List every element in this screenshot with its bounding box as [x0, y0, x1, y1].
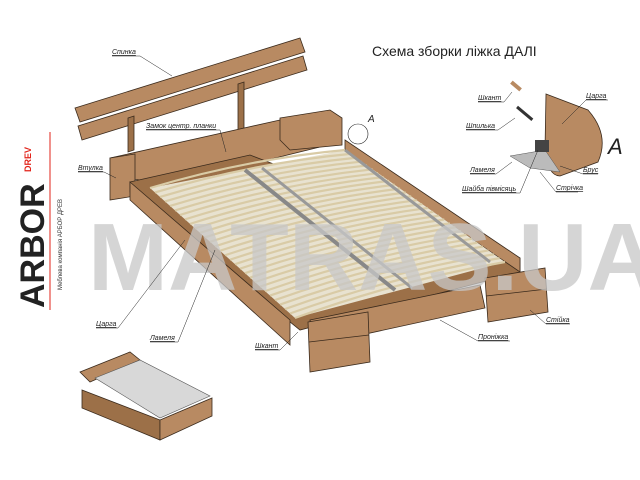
- lamella-slats: [149, 148, 506, 320]
- head-rail: [109, 109, 343, 201]
- foot-board: [307, 267, 549, 373]
- diagram-title: Схема зборки ліжка ДАЛІ: [372, 43, 537, 59]
- lamella-slat: [169, 164, 368, 207]
- logo-drev: DREV: [23, 147, 33, 172]
- lamella-slat: [274, 245, 484, 302]
- lamella-slat: [254, 230, 462, 284]
- label-tsarga: Царга: [96, 321, 116, 328]
- lamella-slat: [174, 168, 373, 212]
- label-shkant: Шкант: [255, 343, 278, 350]
- part-labels: Спинка Замок центр. планки Втулка Царга …: [78, 49, 570, 351]
- watermark: MATRAS.UA: [88, 204, 640, 311]
- label-detail-strichka: Стрічка: [556, 184, 583, 192]
- label-detail-lamelia: Ламеля: [469, 167, 495, 174]
- lamella-slat: [244, 222, 450, 275]
- label-zamok: Замок центр. планки: [146, 123, 216, 130]
- lamella-slat: [239, 218, 445, 270]
- lamella-slat: [189, 179, 390, 225]
- label-detail-shkant: Шкант: [478, 95, 501, 102]
- marker-a-detail: A: [606, 134, 623, 159]
- lamella-slat: [184, 175, 384, 221]
- center-rails: [243, 148, 491, 292]
- lamella-slat: [289, 257, 500, 315]
- lamella-slat: [194, 183, 395, 230]
- lamella-slat: [214, 199, 417, 248]
- label-detail-shaiba: Шайба півмісяць: [462, 185, 517, 193]
- lamella-slat: [224, 206, 428, 257]
- logo-brand: ARBOR: [14, 183, 52, 308]
- lamella-slat: [229, 210, 434, 261]
- lamella-slat: [154, 152, 351, 194]
- lamella-slat: [249, 226, 456, 279]
- marker-a-main: A: [367, 114, 375, 125]
- lamella-slat: [204, 191, 406, 239]
- lamella-slat: [294, 260, 506, 320]
- lamella-slat: [264, 237, 473, 293]
- label-lamelia: Ламеля: [149, 335, 175, 342]
- label-spynka: Спинка: [112, 49, 136, 56]
- lamella-slat: [199, 187, 401, 234]
- lamella-slat: [284, 253, 495, 311]
- arbor-drev-logo: DREV ARBOR Меблева компанія АРБОР ДРЕВ: [14, 132, 64, 310]
- label-detail-tsarga: Царга: [586, 93, 606, 100]
- lamella-slat: [164, 160, 362, 203]
- headboard: [74, 37, 308, 153]
- logo-tagline: Меблева компанія АРБОР ДРЕВ: [58, 199, 64, 290]
- lamella-slat: [179, 172, 379, 216]
- label-detail-shpylka: Шпилька: [466, 123, 495, 130]
- lamella-slat: [209, 195, 412, 243]
- lamella-slat: [234, 214, 439, 266]
- label-vtulka: Втулка: [78, 165, 103, 172]
- lamella-slat: [159, 156, 357, 199]
- detail-a: A Шкант Шпилька Царга Ламеля Шайба півмі…: [462, 80, 623, 194]
- lamella-slat: [279, 249, 489, 306]
- lamella-slat: [219, 202, 423, 252]
- label-detail-brus: Брус: [583, 167, 599, 174]
- assembled-bed-preview: [79, 351, 213, 441]
- lamella-slat: [149, 148, 346, 190]
- lamella-slat: [269, 241, 478, 297]
- label-stiyka: Стійка: [546, 316, 570, 324]
- label-pronizhka: Проніжка: [478, 333, 508, 341]
- lamella-slat: [259, 233, 467, 288]
